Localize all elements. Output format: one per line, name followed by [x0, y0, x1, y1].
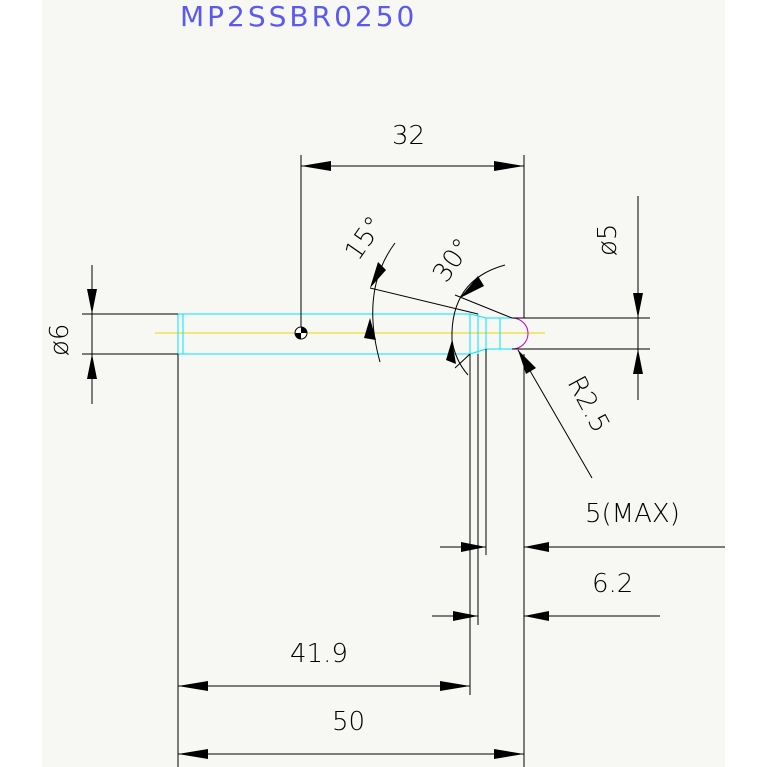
dimension-5-max: 5(MAX) — [440, 349, 725, 555]
dim-label-neck-diameter: ø5 — [593, 224, 623, 256]
part-number-title: MP2SSBR0250 — [180, 0, 417, 33]
dimension-neck-diameter: ø5 — [512, 196, 650, 400]
drawing-sheet — [42, 0, 725, 767]
dimension-shank-diameter: ø6 — [45, 265, 178, 404]
ball-nose — [511, 317, 529, 350]
dim-label-50: 50 — [332, 707, 365, 737]
dim-label-41-9: 41.9 — [290, 639, 348, 669]
dim-label-6-2: 6.2 — [592, 569, 633, 599]
dim-label-32: 32 — [392, 121, 425, 151]
dim-label-5-max: 5(MAX) — [585, 499, 680, 529]
tool-body — [155, 313, 545, 355]
dim-label-shank-diameter: ø6 — [45, 324, 75, 356]
shank-outline — [177, 313, 471, 355]
dimension-6-2: 6.2 — [432, 354, 660, 767]
dimension-32: 32 — [300, 121, 525, 327]
dimension-41-9: 41.9 — [177, 354, 471, 767]
dimension-50: 50 — [178, 707, 524, 759]
